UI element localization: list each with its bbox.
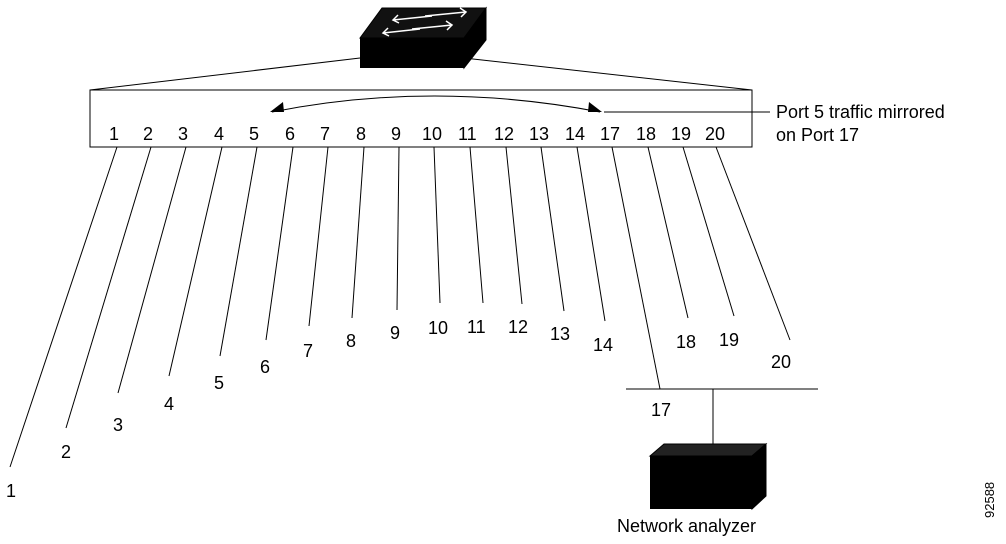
port-label: 19 (671, 124, 691, 144)
port-label: 18 (636, 124, 656, 144)
cable-end-label: 10 (428, 318, 448, 338)
cable-port-8 (351, 146, 365, 319)
switch-icon (359, 6, 487, 70)
cable-end-label: 20 (771, 352, 791, 372)
port-label: 17 (600, 124, 620, 144)
port-label: 5 (249, 124, 259, 144)
cable-port-19 (682, 146, 735, 317)
cable-end-label: 19 (719, 330, 739, 350)
cable-end-label: 7 (303, 341, 313, 361)
cable-port-14 (576, 146, 606, 322)
cable-end-labels: 1 2 3 4 5 6 7 8 9 10 11 12 13 14 18 19 2… (6, 317, 791, 501)
cable-end-label: 11 (467, 317, 486, 337)
cable-end-label: 9 (390, 323, 400, 343)
cable-end-label: 12 (508, 317, 528, 337)
cable-port-5 (219, 146, 258, 357)
cable-end-label: 2 (61, 442, 71, 462)
cable-end-label: 14 (593, 335, 613, 355)
figure-id: 92588 (982, 482, 997, 518)
port-label: 11 (458, 124, 477, 144)
cable-port-3 (117, 146, 187, 394)
cable-port-7 (308, 146, 329, 327)
cable-port-2 (65, 146, 152, 429)
port-label: 6 (285, 124, 295, 144)
zoom-line-left (89, 57, 361, 91)
port-label: 13 (529, 124, 549, 144)
callout-text-line2: on Port 17 (776, 125, 859, 145)
port-label: 14 (565, 124, 585, 144)
port-label: 20 (705, 124, 725, 144)
cable-port-9 (396, 146, 400, 311)
cable-port-13 (540, 146, 565, 312)
cable-port-4 (168, 146, 223, 377)
cable-end-label: 6 (260, 357, 270, 377)
cable-end-label: 5 (214, 373, 224, 393)
top-port-labels: 1 2 3 4 5 6 7 8 9 10 11 12 13 14 17 18 1… (109, 124, 725, 144)
zoom-line-right (463, 57, 753, 91)
port-label: 9 (391, 124, 401, 144)
port-label: 12 (494, 124, 514, 144)
network-analyzer-icon (648, 442, 768, 511)
port-label: 10 (422, 124, 442, 144)
port-label: 4 (214, 124, 224, 144)
cable-port-11 (469, 146, 484, 304)
cable-port-6 (265, 146, 294, 341)
cable-port-20 (715, 146, 791, 341)
cable-end-label: 1 (6, 481, 16, 501)
port-label: 7 (320, 124, 330, 144)
cable-port-17 (611, 146, 661, 390)
cable-end-label: 13 (550, 324, 570, 344)
cable-port-10 (433, 146, 441, 304)
network-analyzer-label: Network analyzer (617, 516, 756, 536)
port-cables (9, 146, 791, 468)
cable-port-18 (647, 146, 689, 319)
port-panel (89, 89, 753, 148)
port-label: 2 (143, 124, 153, 144)
cable-port-12 (505, 146, 523, 305)
port-label: 3 (178, 124, 188, 144)
cable-port-1 (9, 146, 118, 468)
callout-text-line1: Port 5 traffic mirrored (776, 102, 945, 122)
cable-end-label: 4 (164, 394, 174, 414)
cable-end-label: 3 (113, 415, 123, 435)
port-label: 1 (109, 124, 119, 144)
mirror-arc (270, 95, 602, 113)
cable-end-label: 17 (651, 400, 671, 420)
cable-end-label: 8 (346, 331, 356, 351)
port-label: 8 (356, 124, 366, 144)
cable-end-label: 18 (676, 332, 696, 352)
